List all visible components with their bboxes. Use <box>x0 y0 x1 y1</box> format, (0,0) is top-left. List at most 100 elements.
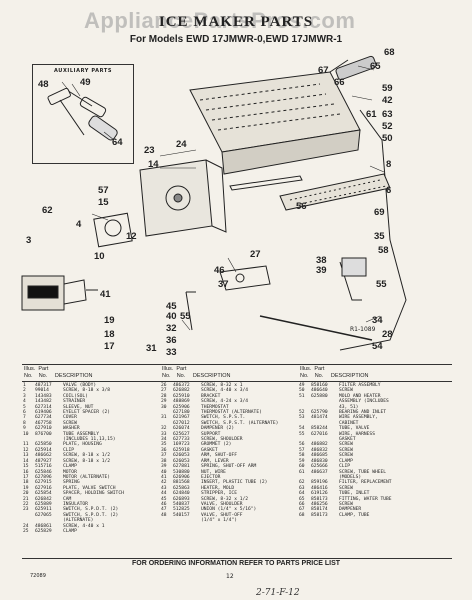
part-number: 486256 <box>311 501 328 507</box>
illus-number: 1 <box>23 383 26 388</box>
part-number: 540157 <box>173 512 190 518</box>
callout: 28 <box>382 329 393 340</box>
callout: 65 <box>370 61 381 72</box>
illus-number: 13 <box>23 453 29 459</box>
col1-header: Illus. Part No. No. DESCRIPTION <box>24 366 93 379</box>
illus-number: 41 <box>161 474 167 480</box>
model-subtitle: For Models EWD 17JMWR-0,EWD 17JMWR-1 <box>129 34 343 45</box>
part-number: 486416 <box>311 485 328 491</box>
illus-number: 56 <box>299 442 305 448</box>
part-description: FITTING, WATER TUBE <box>339 496 392 502</box>
part-description: SPRING, SHUT-OFF ARM <box>201 464 257 470</box>
part-description: MOTOR (ALTERNATE) <box>63 474 111 480</box>
illus-number: 66 <box>299 501 305 507</box>
callout: 64 <box>112 137 123 148</box>
illus-number: 51 <box>299 393 305 399</box>
part-number: 881568 <box>173 480 190 486</box>
part-description: SCREW <box>339 442 353 448</box>
callout: 55 <box>180 311 191 322</box>
illus-number: 36 <box>161 447 167 453</box>
part-description: WIRE, HARNESS <box>339 431 375 437</box>
part-number: 858160 <box>311 383 328 388</box>
part-description: INSULATOR <box>63 501 88 507</box>
callout: 56 <box>296 201 307 212</box>
part-number: 530880 <box>173 469 190 475</box>
callout: 52 <box>382 121 393 132</box>
illus-number: 30 <box>161 404 167 410</box>
part-description: UNION (1/4" x 5/16") <box>201 507 257 513</box>
part-number: 627881 <box>173 464 190 470</box>
part-description: GASKET <box>201 447 218 453</box>
stripper-sketch <box>229 173 391 211</box>
illus-number: 23 <box>23 507 29 513</box>
illus-number: 8 <box>23 420 26 426</box>
part-number: 486637 <box>311 469 328 475</box>
part-number: 486882 <box>311 442 328 448</box>
illus-number <box>160 518 172 523</box>
auxiliary-parts-title: AUXILIARY PARTS <box>53 68 113 74</box>
callout: 62 <box>42 205 53 216</box>
part-description: (ALTERNATE) <box>63 518 94 524</box>
callout: 31 <box>146 343 157 354</box>
illus-number: 29 <box>161 399 167 405</box>
illus-number: 39 <box>161 464 167 470</box>
illus-number: 65 <box>299 496 305 502</box>
callout: 49 <box>80 77 91 88</box>
illus-number: 4 <box>23 399 26 405</box>
callout: 45 <box>166 301 177 312</box>
part-number: 487317 <box>35 383 52 388</box>
part-number: 625790 <box>311 410 328 416</box>
part-number: 627916 <box>35 485 52 491</box>
exploded-view-drawing <box>21 55 407 351</box>
table-row: (INCLUDES 11,13,15) <box>22 437 150 442</box>
illus-number: 45 <box>161 496 167 502</box>
part-description: SPACER, HOLDING SWITCH <box>63 491 124 497</box>
illus-number: 55 <box>299 431 305 437</box>
callout: 33 <box>166 347 177 358</box>
part-number: 626893 <box>173 496 190 502</box>
part-number: 858173 <box>311 512 328 518</box>
callout: 32 <box>166 323 177 334</box>
illus-number: 5 <box>23 404 26 410</box>
part-number: 486640 <box>311 388 328 394</box>
shutoff-arm-sketch <box>185 239 407 351</box>
part-number: 859196 <box>311 480 328 486</box>
illus-number: 11 <box>23 442 29 448</box>
part-description: CAM <box>63 496 72 502</box>
part-description: CLIP <box>339 464 351 470</box>
page-title: ICE MAKER PARTS <box>158 14 314 30</box>
illus-number: 64 <box>299 491 305 497</box>
part-description: STRAINER <box>63 399 86 405</box>
callout: 57 <box>98 185 109 196</box>
part-number <box>172 518 200 523</box>
part-number: 625829 <box>35 528 52 534</box>
filter-assembly-sketch <box>47 87 118 141</box>
figure-number: R1-1089 <box>350 326 376 333</box>
part-number: 627915 <box>35 480 52 486</box>
table-top-rule <box>22 364 452 365</box>
callout: 38 <box>316 255 327 266</box>
